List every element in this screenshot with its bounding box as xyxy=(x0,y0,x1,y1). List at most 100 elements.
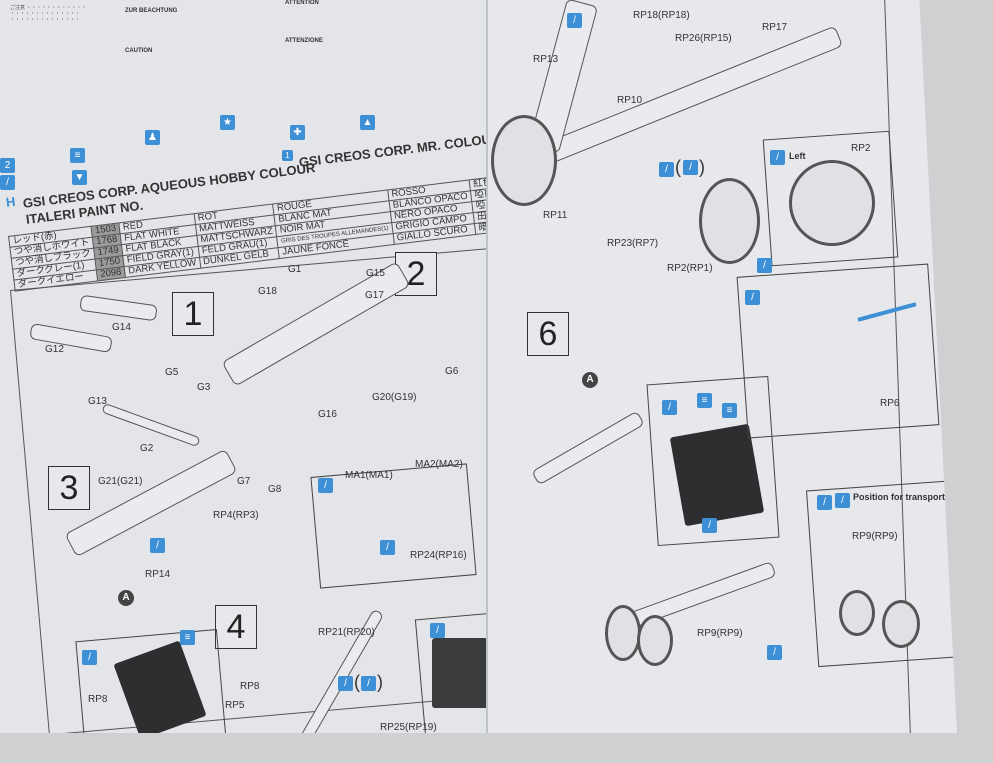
paint-icon: / xyxy=(318,478,333,493)
step-1-number: 1 xyxy=(172,292,214,336)
paren-close: ) xyxy=(377,672,383,692)
star-icon: ★ xyxy=(220,115,235,130)
paint-icon: / xyxy=(567,13,582,28)
wheel-drawing xyxy=(605,605,641,661)
part-label: RP24(RP16) xyxy=(410,550,467,561)
wheel-drawing xyxy=(491,115,557,206)
mr-colour-heading: GSI CREOS CORP. MR. COLOUR xyxy=(298,130,502,170)
part-label: G5 xyxy=(165,367,179,378)
detail-callout-ma xyxy=(310,463,477,589)
wheel-drawing xyxy=(882,600,920,648)
bottle-icon: ▲ xyxy=(360,115,375,130)
paint-icon: / xyxy=(770,150,785,165)
part-label: RP21(RP20) xyxy=(318,627,375,638)
intro-text-jp: ご注意 ・・・・・・・・・・・・ ・・・・・・・・・・・・・・ ・・・・・・・・… xyxy=(10,5,87,23)
intro-heading-fr: ATTENTION xyxy=(285,0,319,6)
part-label: G21(G21) xyxy=(98,476,143,487)
part-label: RP25(RP19) xyxy=(380,722,437,733)
h-marker: H xyxy=(5,193,17,210)
mr-colour-marker: 1 xyxy=(282,150,293,161)
part-label: RP5 xyxy=(225,700,245,711)
wheel-drawing xyxy=(699,178,760,264)
part-label: RP2 xyxy=(851,143,871,154)
part-label: MA1(MA1) xyxy=(345,470,393,481)
part-label: G13 xyxy=(88,396,107,407)
shield-photo xyxy=(669,423,765,527)
part-label: RP11 xyxy=(543,210,568,221)
paint-icon: / xyxy=(430,623,445,638)
paint-icon: / xyxy=(380,540,395,555)
part-label: G3 xyxy=(197,382,211,393)
part-label: RP10 xyxy=(617,95,643,106)
step-3-number: 3 xyxy=(48,466,90,510)
paint-icon: / xyxy=(338,676,353,691)
paren-open: ( xyxy=(675,157,681,177)
brush-icon: / xyxy=(0,175,15,190)
right-instruction-page: / Left / ( / ) / / 6 A / ≡ ≡ / / / / / P… xyxy=(487,0,957,733)
glue-icon: ▼ xyxy=(72,170,87,185)
paint-icon: / xyxy=(745,290,760,305)
part-label: MA2(MA2) xyxy=(415,459,463,470)
part-label: G12 xyxy=(45,344,64,355)
step-6-number: 6 xyxy=(527,312,569,356)
spray-icon: ≡ xyxy=(180,630,195,645)
paint-icon: / xyxy=(662,400,677,415)
wheel-detail-drawing xyxy=(789,160,875,246)
left-callout-label: Left xyxy=(789,151,806,161)
part-label: G18 xyxy=(258,286,277,297)
part-label: RP13 xyxy=(533,54,559,65)
wheel-drawing xyxy=(637,615,673,666)
paint-icon: / xyxy=(767,645,782,660)
paint-icon: / xyxy=(150,538,165,553)
part-label: G1 xyxy=(288,264,302,275)
part-label: RP2(RP1) xyxy=(667,263,713,274)
paint-cell-no: 2098 xyxy=(96,266,126,281)
transport-callout-label: Position for transport xyxy=(853,492,945,502)
part-label: G14 xyxy=(112,322,131,333)
page-fold xyxy=(486,0,488,733)
part-label: RP14 xyxy=(145,569,171,580)
paint-icon: / xyxy=(757,258,772,273)
person-icon: ♟ xyxy=(145,130,160,145)
part-label: RP18(RP18) xyxy=(633,10,690,21)
part-label: RP9(RP9) xyxy=(697,628,743,639)
part-label: RP17 xyxy=(762,22,788,33)
paint-icon: / xyxy=(835,493,850,508)
paint-icon: 2 xyxy=(0,158,15,173)
step-4-number: 4 xyxy=(215,605,257,649)
part-label: RP26(RP15) xyxy=(675,33,732,44)
paint-icon: / xyxy=(82,650,97,665)
paren-open: ( xyxy=(354,672,360,692)
paint-icon: / xyxy=(361,676,376,691)
part-label: RP8 xyxy=(240,681,260,692)
part-label: RP4(RP3) xyxy=(213,510,259,521)
spray-icon: ≡ xyxy=(70,148,85,163)
paint-icon: / xyxy=(817,495,832,510)
intro-heading-en: CAUTION xyxy=(125,48,153,54)
part-label: RP6 xyxy=(880,398,900,409)
spray-icon: ≡ xyxy=(722,403,737,418)
part-label: RP23(RP7) xyxy=(607,238,659,249)
spray-icon: ≡ xyxy=(697,393,712,408)
part-label: G7 xyxy=(237,476,251,487)
marker-a: A xyxy=(582,372,598,388)
part-label: G17 xyxy=(365,290,384,301)
part-label: RP8 xyxy=(88,694,108,705)
paint-icon: / xyxy=(683,160,698,175)
part-label: G16 xyxy=(318,409,337,420)
part-label: G2 xyxy=(140,443,154,454)
part-label: G15 xyxy=(366,268,385,279)
paint-icon: / xyxy=(702,518,717,533)
part-label: RP9(RP9) xyxy=(852,531,898,542)
wheel-drawing xyxy=(839,590,875,636)
part-label: G6 xyxy=(445,366,459,377)
intro-heading-de: ZUR BEACHTUNG xyxy=(125,8,178,14)
rp6-callout xyxy=(736,263,940,439)
marker-a: A xyxy=(118,590,134,606)
intro-heading-it: ATTENZIONE xyxy=(285,38,323,44)
paint-icon: / xyxy=(659,162,674,177)
gear-icon: ✚ xyxy=(290,125,305,140)
part-label: G8 xyxy=(268,484,282,495)
left-instruction-page: ご注意 ・・・・・・・・・・・・ ・・・・・・・・・・・・・・ ・・・・・・・・… xyxy=(0,0,520,733)
paren-close: ) xyxy=(699,157,705,177)
